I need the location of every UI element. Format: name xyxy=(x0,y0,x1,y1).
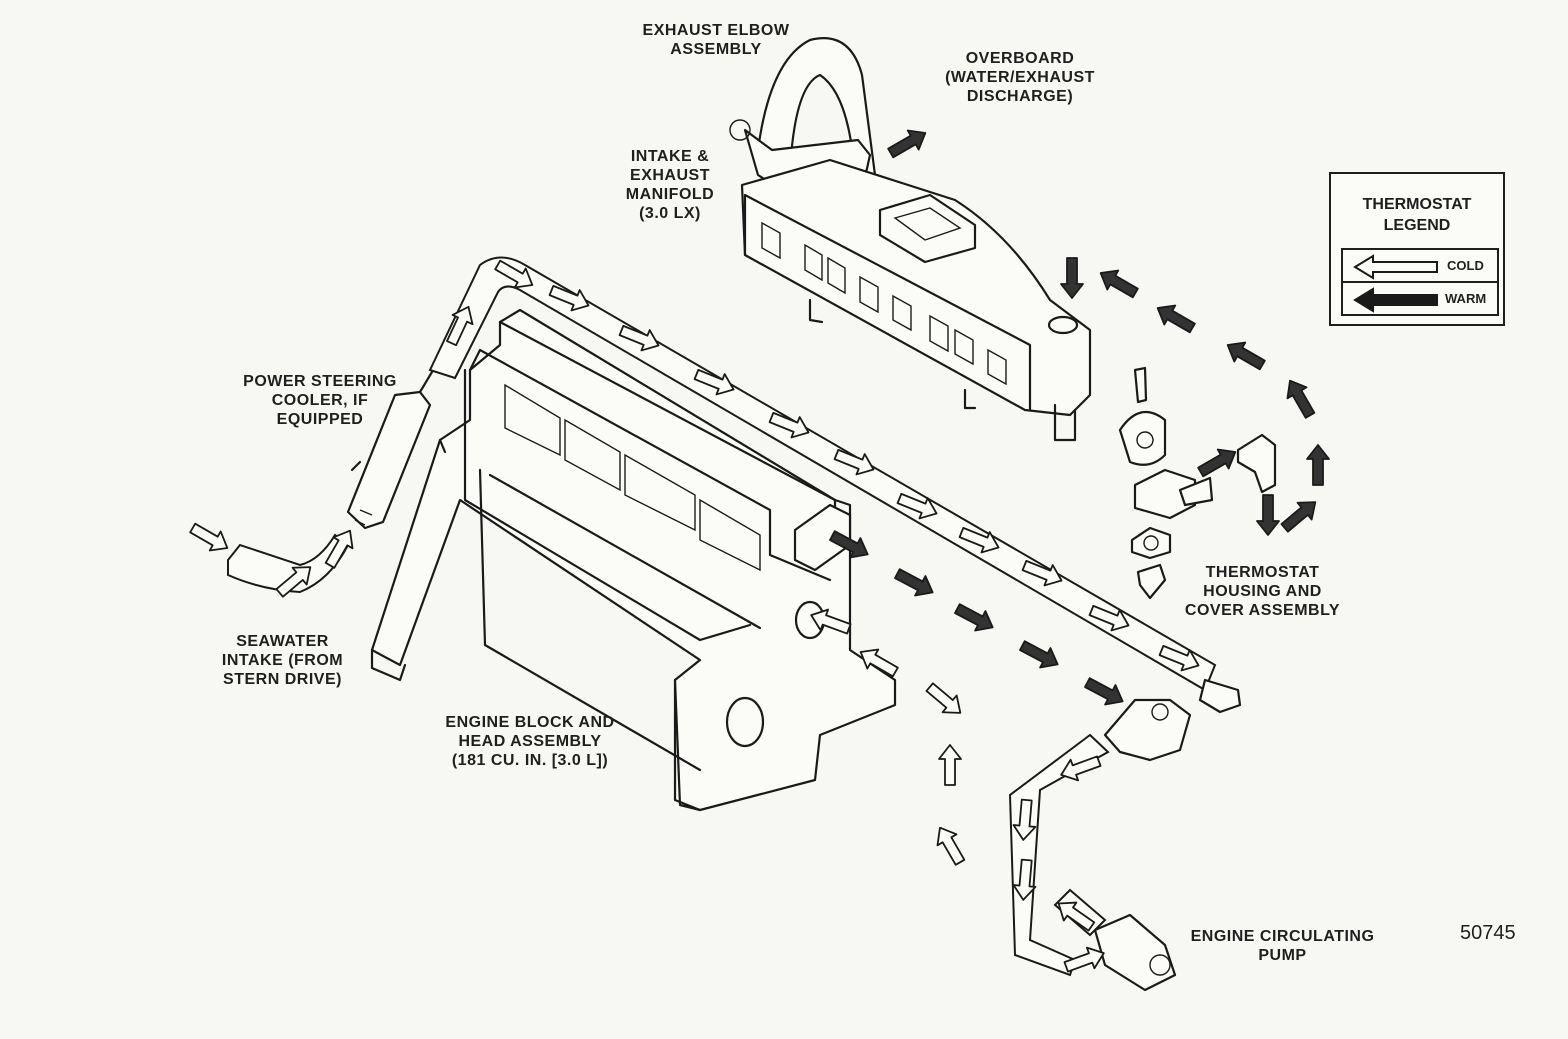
cold-flow-arrow xyxy=(938,744,962,786)
label-thermostat-housing: THERMOSTAT HOUSING AND COVER ASSEMBLY xyxy=(1184,564,1341,619)
legend-key: COLD WARM xyxy=(1341,248,1499,316)
block-hose xyxy=(428,256,1242,714)
flow-arrows xyxy=(189,129,1330,973)
warm-flow-arrow xyxy=(894,568,934,597)
cold-flow-arrow xyxy=(618,324,660,352)
cold-flow-arrow xyxy=(896,492,938,520)
cold-flow-arrow xyxy=(810,608,852,635)
circulating-pump-circuit xyxy=(1008,698,1192,992)
cold-flow-arrow xyxy=(936,826,966,866)
cold-flow-arrow xyxy=(1012,858,1037,901)
cold-flow-arrow xyxy=(925,682,962,714)
warm-flow-arrow xyxy=(1306,444,1330,486)
exhaust-manifold xyxy=(740,158,1092,442)
warm-flow-arrow xyxy=(1286,379,1316,419)
warm-flow-arrow xyxy=(954,603,994,632)
cold-flow-arrow xyxy=(833,448,875,476)
warm-flow-arrow xyxy=(829,530,869,559)
label-power-steering: POWER STEERING COOLER, IF EQUIPPED xyxy=(243,373,397,428)
cold-flow-arrow xyxy=(1012,798,1037,841)
label-manifold: INTAKE & EXHAUST MANIFOLD (3.0 LX) xyxy=(625,148,715,222)
cold-flow-arrow xyxy=(275,566,312,598)
label-engine-block: ENGINE BLOCK AND HEAD ASSEMBLY (181 CU. … xyxy=(445,714,615,769)
legend-title: THERMOSTAT LEGEND xyxy=(1362,196,1472,234)
legend-divider xyxy=(1343,281,1497,283)
warm-flow-arrow xyxy=(887,129,927,159)
cold-flow-arrow xyxy=(446,305,474,347)
cold-arrow-icon xyxy=(1353,254,1438,280)
cold-flow-arrow xyxy=(189,522,229,552)
cold-flow-arrow xyxy=(1021,559,1063,587)
cold-flow-arrow xyxy=(859,648,899,678)
cold-flow-arrow xyxy=(958,526,1000,554)
cold-flow-arrow xyxy=(768,411,810,439)
warm-arrow-icon xyxy=(1353,287,1438,313)
legend-cold-label: COLD xyxy=(1447,258,1484,273)
thermostat-housing-parts xyxy=(1118,366,1277,600)
warm-flow-arrow xyxy=(1060,257,1084,299)
cold-flow-arrow xyxy=(548,284,590,312)
warm-flow-arrow xyxy=(1084,677,1124,706)
thermostat-legend: THERMOSTAT LEGEND COLD WARM xyxy=(1329,172,1505,326)
warm-flow-arrow xyxy=(1256,494,1280,536)
warm-flow-arrow xyxy=(1197,448,1237,478)
cold-flow-arrow xyxy=(693,368,735,396)
warm-flow-arrow xyxy=(1156,304,1196,334)
legend-warm-label: WARM xyxy=(1445,291,1487,306)
power-steering-cooler xyxy=(346,370,447,530)
warm-flow-arrow xyxy=(1019,640,1059,669)
label-circulating-pump: ENGINE CIRCULATING PUMP xyxy=(1190,928,1375,964)
warm-flow-arrow xyxy=(1099,269,1139,299)
label-overboard: OVERBOARD (WATER/EXHAUST DISCHARGE) xyxy=(945,50,1095,105)
cold-flow-arrow xyxy=(1060,755,1102,782)
cold-flow-arrow xyxy=(324,529,354,569)
warm-flow-arrow xyxy=(1226,341,1266,371)
cold-flow-arrow xyxy=(1088,604,1130,632)
engine-block xyxy=(370,308,897,812)
cold-flow-arrow xyxy=(494,259,534,289)
cold-flow-arrow xyxy=(1158,644,1200,672)
warm-flow-arrow xyxy=(1280,501,1317,533)
cold-flow-arrow xyxy=(1063,946,1105,973)
label-seawater-intake: SEAWATER INTAKE (FROM STERN DRIVE) xyxy=(221,633,344,688)
label-exhaust-elbow: EXHAUST ELBOW ASSEMBLY xyxy=(642,22,790,58)
figure-number: 50745 xyxy=(1460,922,1516,944)
cold-flow-arrow xyxy=(1057,901,1096,932)
